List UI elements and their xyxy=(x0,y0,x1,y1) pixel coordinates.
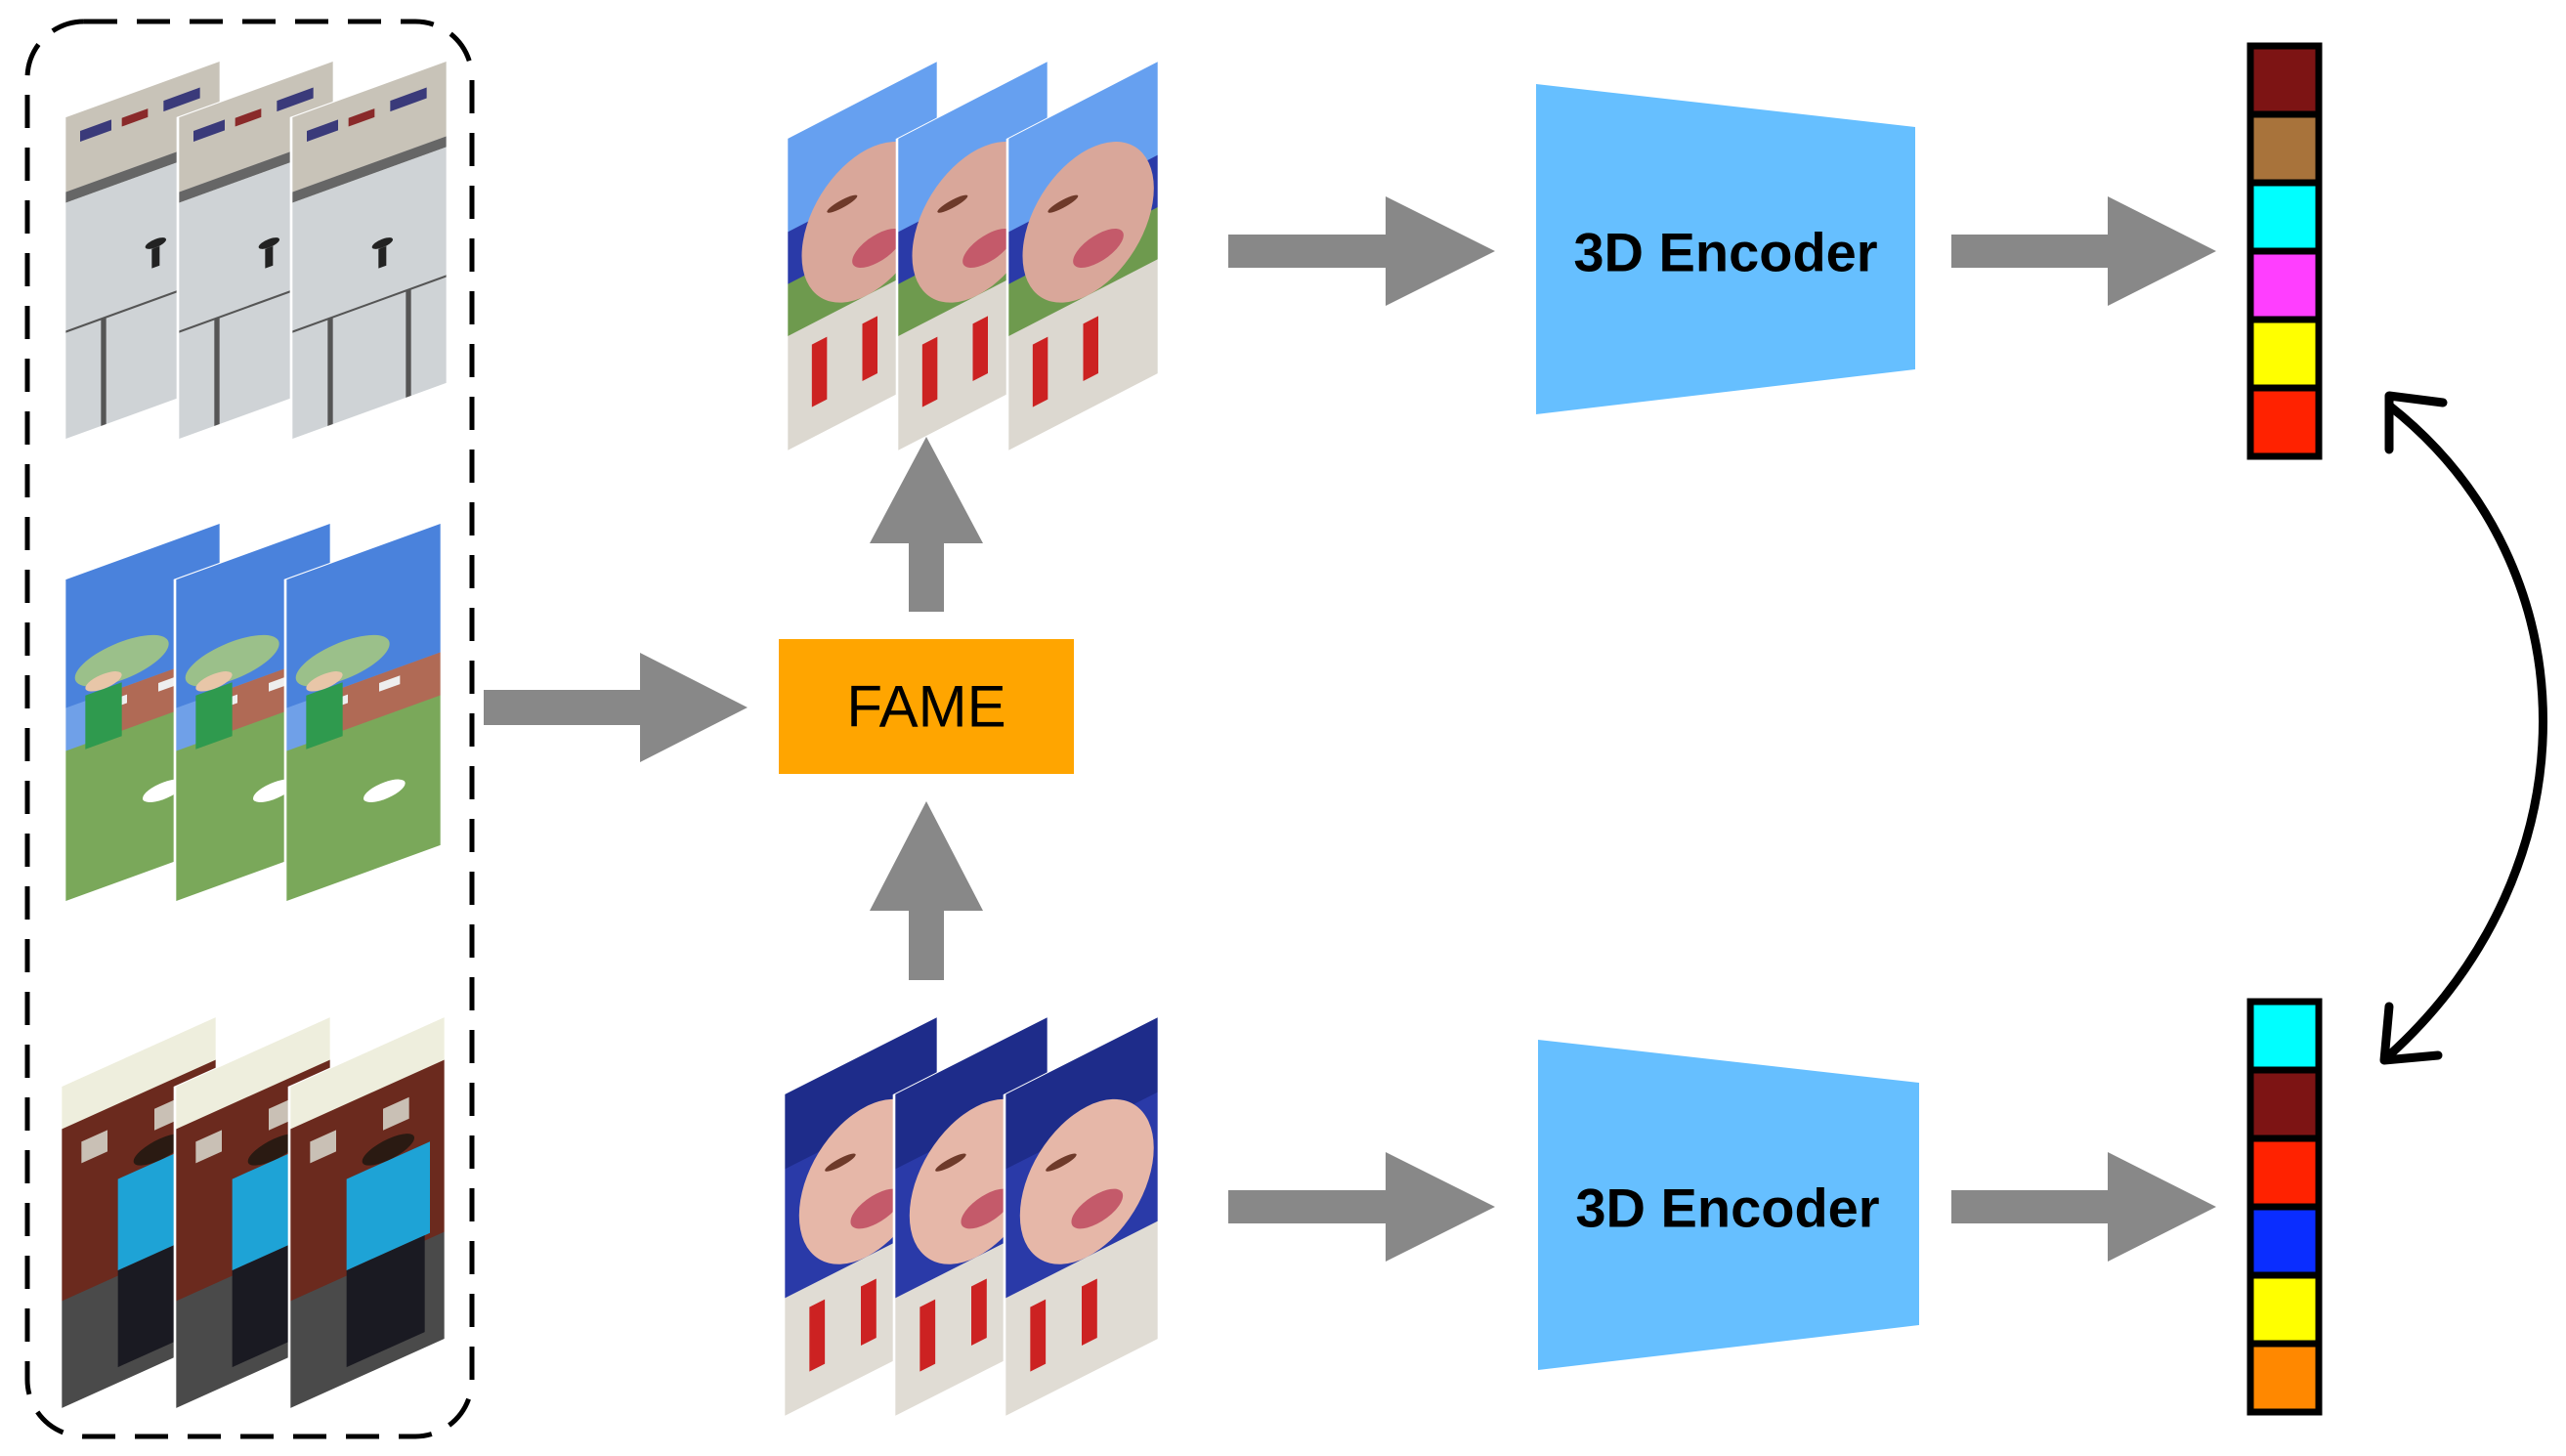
video-frame xyxy=(291,61,448,440)
encoder-top: 3D Encoder xyxy=(1536,84,1915,414)
arrow-bottom-encoder-to-vector xyxy=(1951,1152,2216,1262)
arrow-top-encoder-to-vector xyxy=(1951,196,2216,306)
arrow-pool-to-fame xyxy=(484,653,748,762)
arrow-fame-to-mixed-clip xyxy=(870,437,983,612)
clip-face-mixed xyxy=(785,59,1161,453)
arrow-original-clip-to-fame xyxy=(870,801,983,980)
feature-vector-top xyxy=(2246,42,2323,460)
video-clips-layer xyxy=(59,59,1161,1419)
encoder-bottom: 3D Encoder xyxy=(1538,1040,1919,1370)
feature-cell xyxy=(2246,179,2323,255)
clip-soccer xyxy=(63,521,444,904)
clip-face-original xyxy=(782,1014,1161,1419)
feature-cell xyxy=(2246,384,2323,460)
feature-cell xyxy=(2246,316,2323,392)
feature-cell xyxy=(2246,1135,2323,1211)
video-frame xyxy=(1005,59,1161,453)
encoder-top-shape xyxy=(1536,84,1915,414)
encoder-top-label: 3D Encoder xyxy=(1573,222,1877,283)
video-frame xyxy=(287,1014,448,1411)
contrastive-arrow xyxy=(2379,391,2547,1065)
feature-cell xyxy=(2246,1203,2323,1279)
feature-cell xyxy=(2246,1340,2323,1416)
fame-label: FAME xyxy=(846,674,1005,740)
fame-box xyxy=(779,639,1074,774)
background-pool-container xyxy=(24,19,475,1439)
contrastive-head-bottom xyxy=(2379,1002,2443,1065)
feature-vector-bottom xyxy=(2246,998,2323,1416)
feature-cell xyxy=(2246,247,2323,323)
feature-cell xyxy=(2246,1066,2323,1142)
feature-cell xyxy=(2246,1271,2323,1348)
video-frame xyxy=(283,521,444,904)
encoder-bottom-label: 3D Encoder xyxy=(1575,1178,1879,1239)
arrow-bottom-clip-to-encoder xyxy=(1228,1152,1495,1262)
video-frame xyxy=(1003,1014,1161,1419)
feature-cell xyxy=(2246,110,2323,187)
clip-rink xyxy=(64,61,448,440)
feature-cell xyxy=(2246,998,2323,1074)
flow-arrows xyxy=(484,196,2216,1262)
fame-module: FAME xyxy=(779,639,1074,774)
arrow-top-clip-to-encoder xyxy=(1228,196,1495,306)
contrastive-curve xyxy=(2384,401,2547,1060)
clip-brick xyxy=(59,1014,448,1411)
encoder-bottom-shape xyxy=(1538,1040,1919,1370)
feature-cell xyxy=(2246,42,2323,118)
contrastive-head-top xyxy=(2384,391,2448,454)
